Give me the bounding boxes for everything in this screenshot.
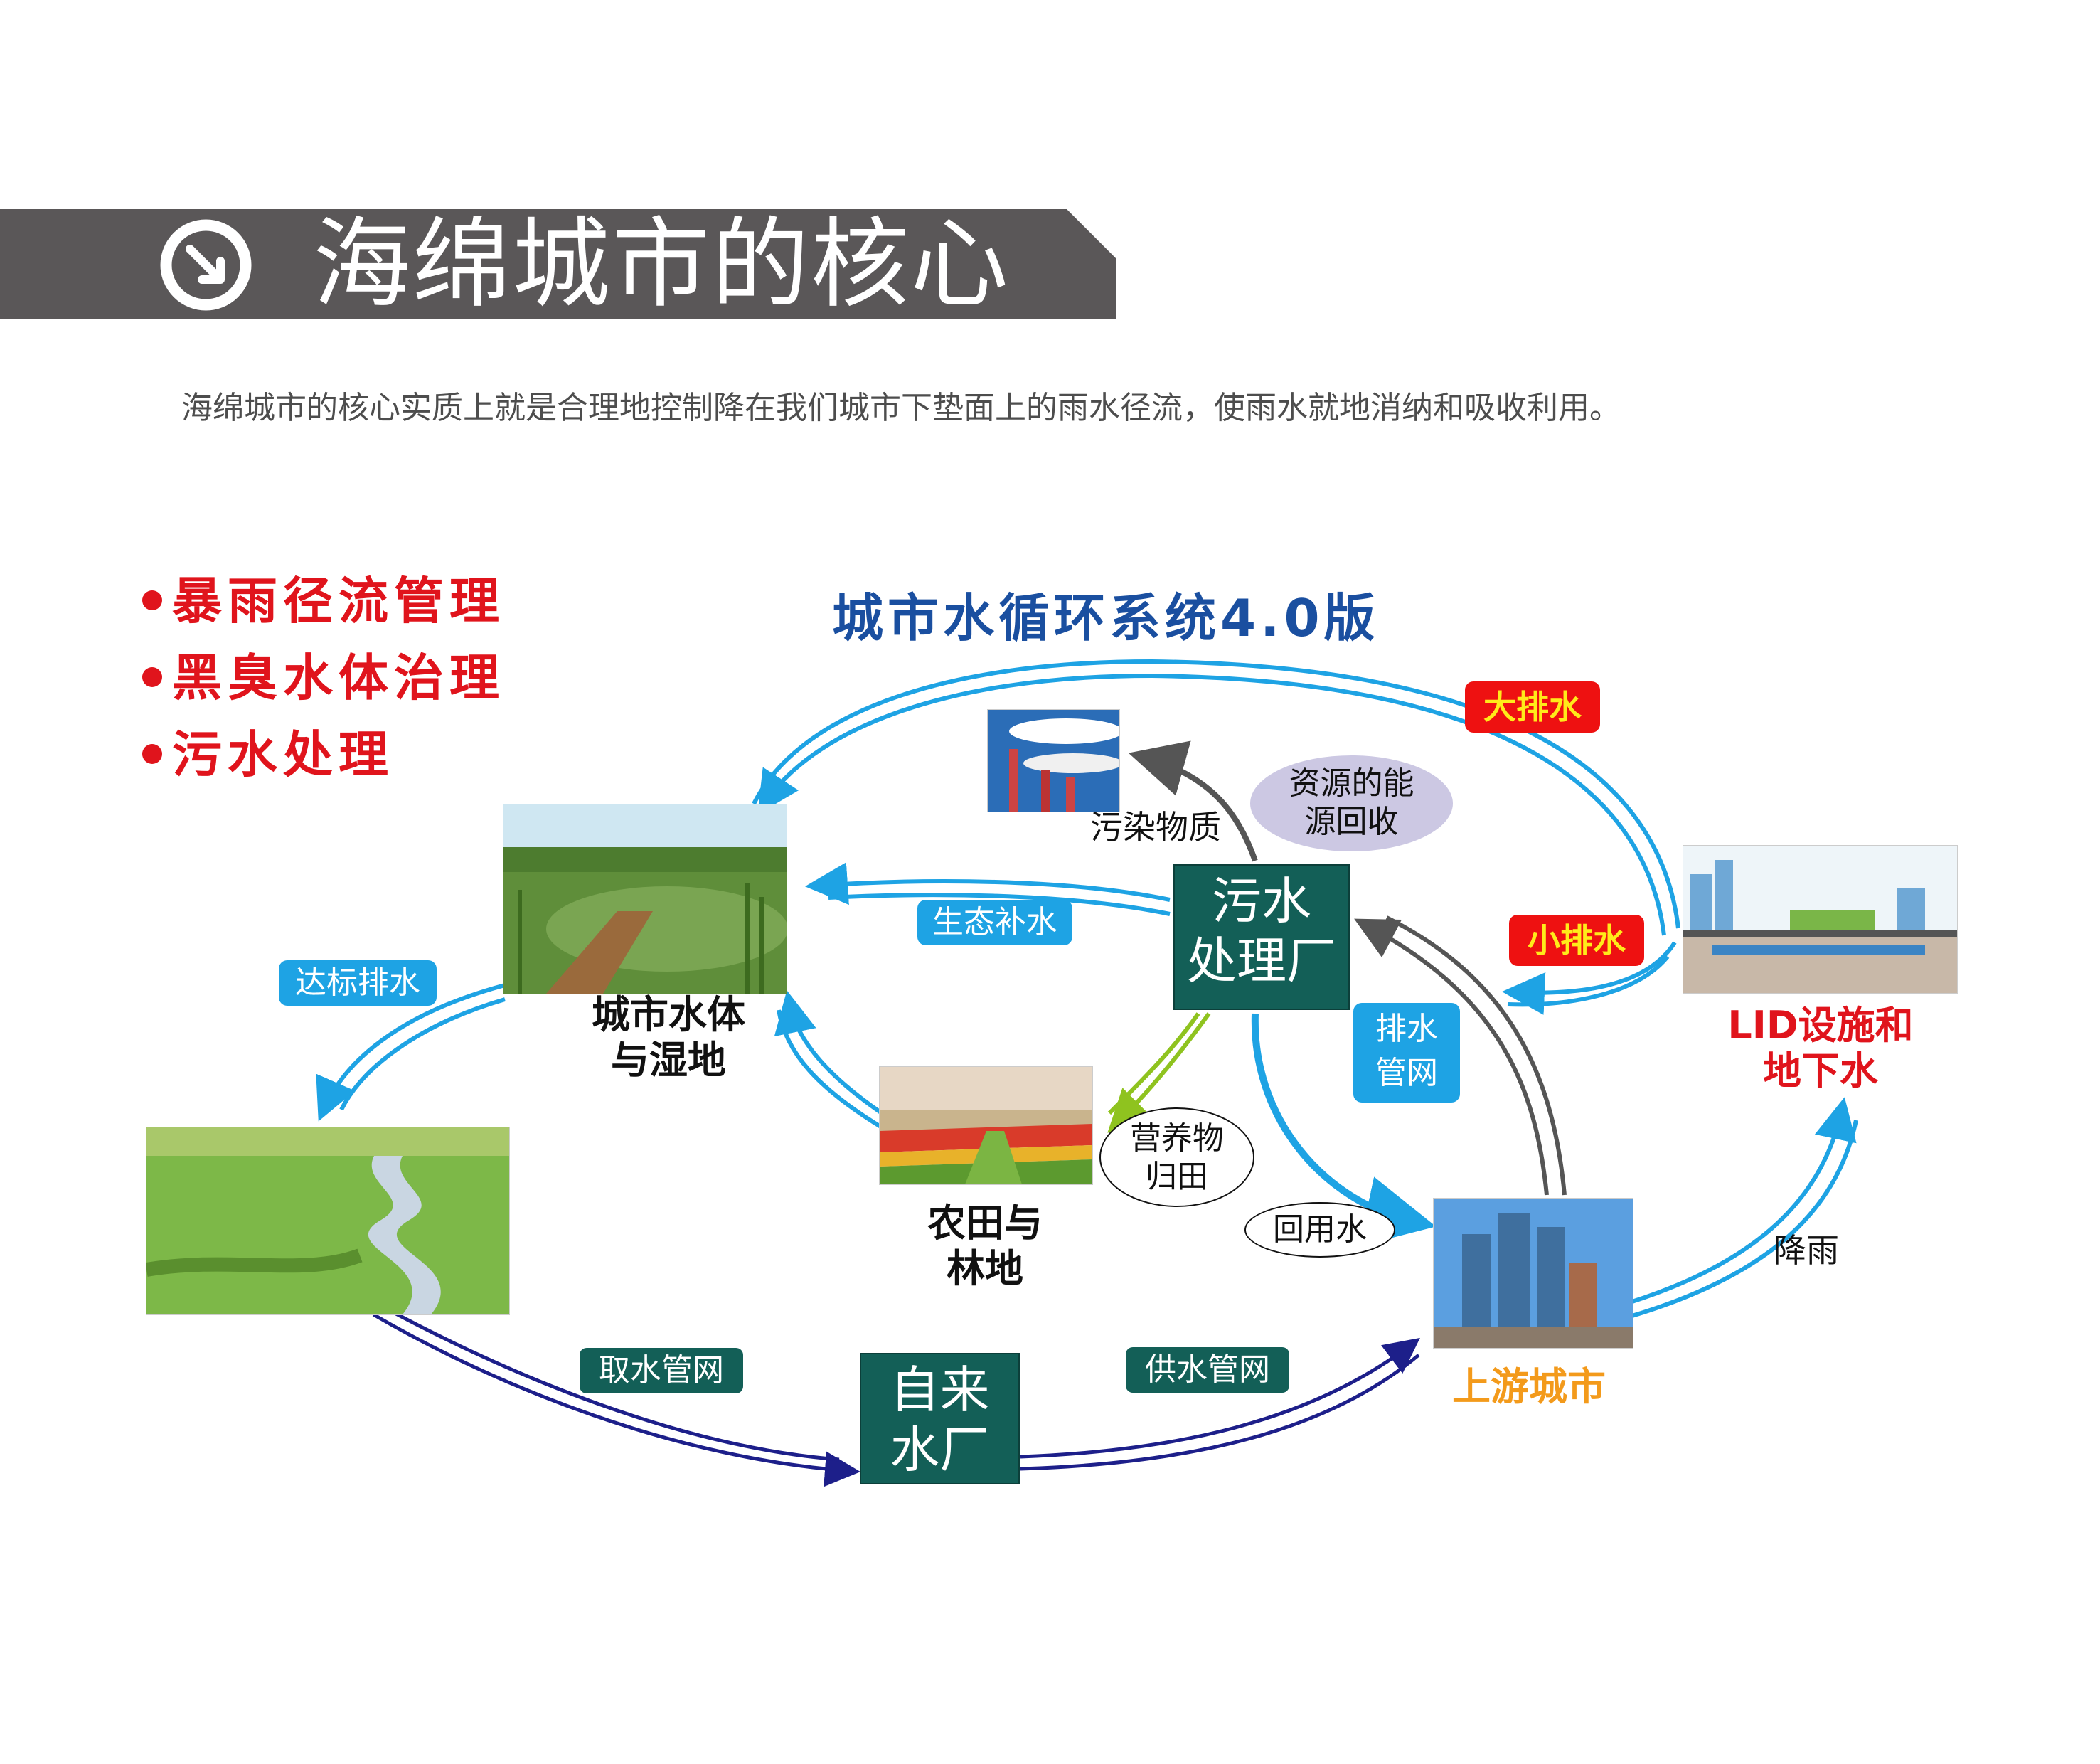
bullet-dot-icon	[142, 743, 162, 764]
arrow-reuse-water	[1251, 1013, 1437, 1247]
arrow-supply	[1020, 1337, 1420, 1471]
intro-text: 海绵城市的核心实质上就是合理地控制降在我们城市下垫面上的雨水径流，使雨水就地消纳…	[181, 390, 1621, 426]
upstream-city-photo	[1433, 1198, 1633, 1349]
arrow-intake	[372, 1305, 860, 1487]
arrow-standard-discharge	[316, 983, 506, 1122]
bullet-label: 暴雨径流管理	[172, 572, 505, 630]
bullet-dot-icon	[142, 666, 162, 687]
bullet-dot-icon	[142, 590, 162, 610]
arrow-farm-to-wetland	[774, 990, 883, 1130]
tag-standard-discharge: 达标排水	[279, 960, 437, 1006]
factory-photo	[987, 709, 1120, 812]
arrow-small-drain	[1502, 941, 1677, 1015]
bullet-item: 黑臭水体治理	[142, 646, 505, 710]
bullet-item: 污水处理	[142, 723, 394, 787]
wetland-photo	[503, 804, 787, 994]
tag-small-drain: 小排水	[1509, 915, 1644, 966]
diagram-title: 城市水循环系统4.0版	[832, 588, 1380, 648]
oval-nutrients: 营养物 归田	[1099, 1107, 1254, 1207]
bullet-label: 黑臭水体治理	[172, 649, 505, 707]
tag-big-drain: 大排水	[1465, 681, 1600, 733]
arrow-circle-icon	[160, 219, 252, 311]
farmland-photo	[879, 1066, 1093, 1185]
arrow-city-to-sewage	[1354, 915, 1567, 1196]
tag-drain-network: 排水 管网	[1353, 1003, 1460, 1102]
oval-reuse-water: 回用水	[1244, 1202, 1395, 1258]
bullet-item: 暴雨径流管理	[142, 569, 505, 633]
tag-intake-network: 取水管网	[580, 1348, 743, 1393]
label-rain: 降雨	[1774, 1231, 1839, 1270]
grassland-river-photo	[146, 1127, 510, 1315]
tag-eco-supply: 生态补水	[917, 900, 1072, 945]
lid-label: LID设施和 地下水	[1727, 1003, 1914, 1093]
arrow-pollutants	[1128, 740, 1258, 862]
label-pollutants: 污染物质	[1090, 808, 1221, 846]
arrow-eco-supply	[805, 862, 1171, 916]
bullet-label: 污水处理	[172, 726, 394, 784]
farmland-label: 农田与 林地	[927, 1201, 1043, 1291]
arrow-big-drain	[752, 659, 1680, 936]
oval-resource-recovery: 资源的能 源回收	[1250, 755, 1453, 851]
tag-supply-network: 供水管网	[1126, 1347, 1289, 1393]
upstream-city-label: 上游城市	[1452, 1364, 1606, 1409]
lid-section-photo	[1683, 845, 1958, 994]
page-title: 海绵城市的核心	[313, 207, 1011, 322]
sewage-plant-box: 污水 处理厂	[1173, 864, 1350, 1010]
water-plant-box: 自来 水厂	[860, 1353, 1020, 1484]
arrow-rain	[1631, 1097, 1858, 1318]
arrow-nutrients	[1107, 1012, 1211, 1133]
wetland-label: 城市水体 与湿地	[592, 992, 745, 1083]
